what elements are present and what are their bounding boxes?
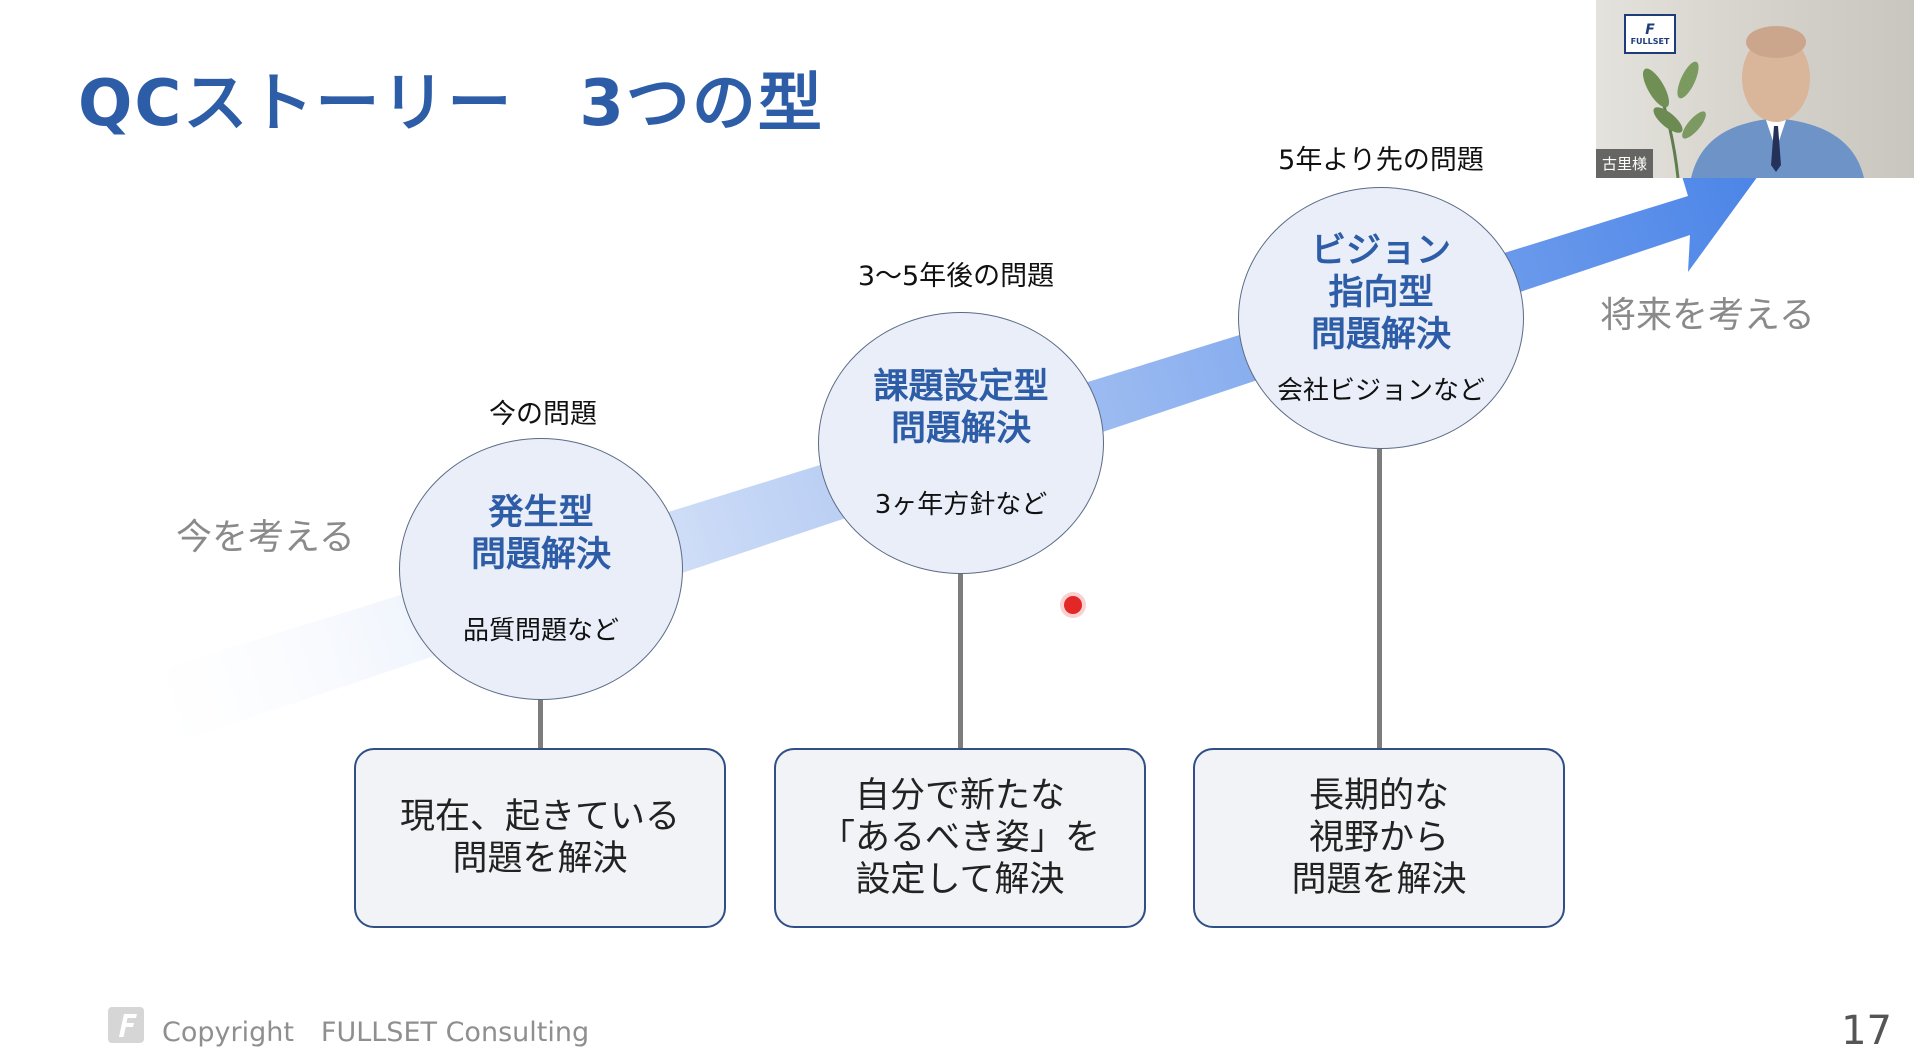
present-thinking-label: 今を考える xyxy=(176,517,355,558)
stage-title: 課題設定型 問題解決 xyxy=(873,366,1049,449)
stage-title: 発生型 問題解決 xyxy=(470,492,611,575)
stage-description-box: 長期的な 視野から 問題を解決 xyxy=(1193,748,1565,928)
description-line: 自分で新たな xyxy=(854,776,1065,816)
copyright-text: Copyright FULLSET Consulting xyxy=(162,1017,590,1048)
description-line: 設定して解決 xyxy=(855,860,1065,900)
fullset-logo-icon xyxy=(108,1007,144,1043)
description-line: 長期的な xyxy=(1308,776,1449,816)
slide-title: QCストーリー 3つの型 xyxy=(78,67,824,141)
connector-line xyxy=(538,697,543,749)
stage-title: ビジョン 指向型 問題解決 xyxy=(1310,230,1451,355)
stage-circle-occurrence: 発生型 問題解決 品質問題など xyxy=(399,438,683,700)
stage-example: 3ヶ年方針など xyxy=(874,489,1048,520)
connector-line xyxy=(1377,447,1382,749)
description-line: 「あるべき姿」を xyxy=(819,818,1100,858)
laser-pointer xyxy=(1064,596,1082,614)
description-line: 現在、起きている xyxy=(399,797,680,837)
description-line: 視野から xyxy=(1308,818,1449,858)
period-label-3to5years: 3～5年後の問題 xyxy=(857,261,1055,292)
stage-description-box: 現在、起きている 問題を解決 xyxy=(354,748,726,928)
connector-line xyxy=(958,572,963,749)
participant-name-label: 古里様 xyxy=(1596,149,1654,178)
webcam-video-tile[interactable]: F FULLSET 古里様 xyxy=(1596,0,1914,178)
stage-example: 品質問題など xyxy=(462,615,619,646)
description-line: 問題を解決 xyxy=(452,839,628,879)
stage-description-box: 自分で新たな 「あるべき姿」を 設定して解決 xyxy=(774,748,1146,928)
company-sign: F FULLSET xyxy=(1624,14,1676,54)
stage-example: 会社ビジョンなど xyxy=(1276,375,1485,406)
participant-video-icon xyxy=(1643,26,1864,178)
period-label-current: 今の問題 xyxy=(489,399,597,430)
description-line: 問題を解決 xyxy=(1291,860,1467,900)
future-thinking-label: 将来を考える xyxy=(1600,295,1815,336)
stage-circle-task-setting: 課題設定型 問題解決 3ヶ年方針など xyxy=(818,312,1104,574)
stage-circle-vision: ビジョン 指向型 問題解決 会社ビジョンなど xyxy=(1238,187,1524,449)
period-label-beyond5years: 5年より先の問題 xyxy=(1278,145,1484,176)
page-number: 17 xyxy=(1841,1008,1892,1054)
